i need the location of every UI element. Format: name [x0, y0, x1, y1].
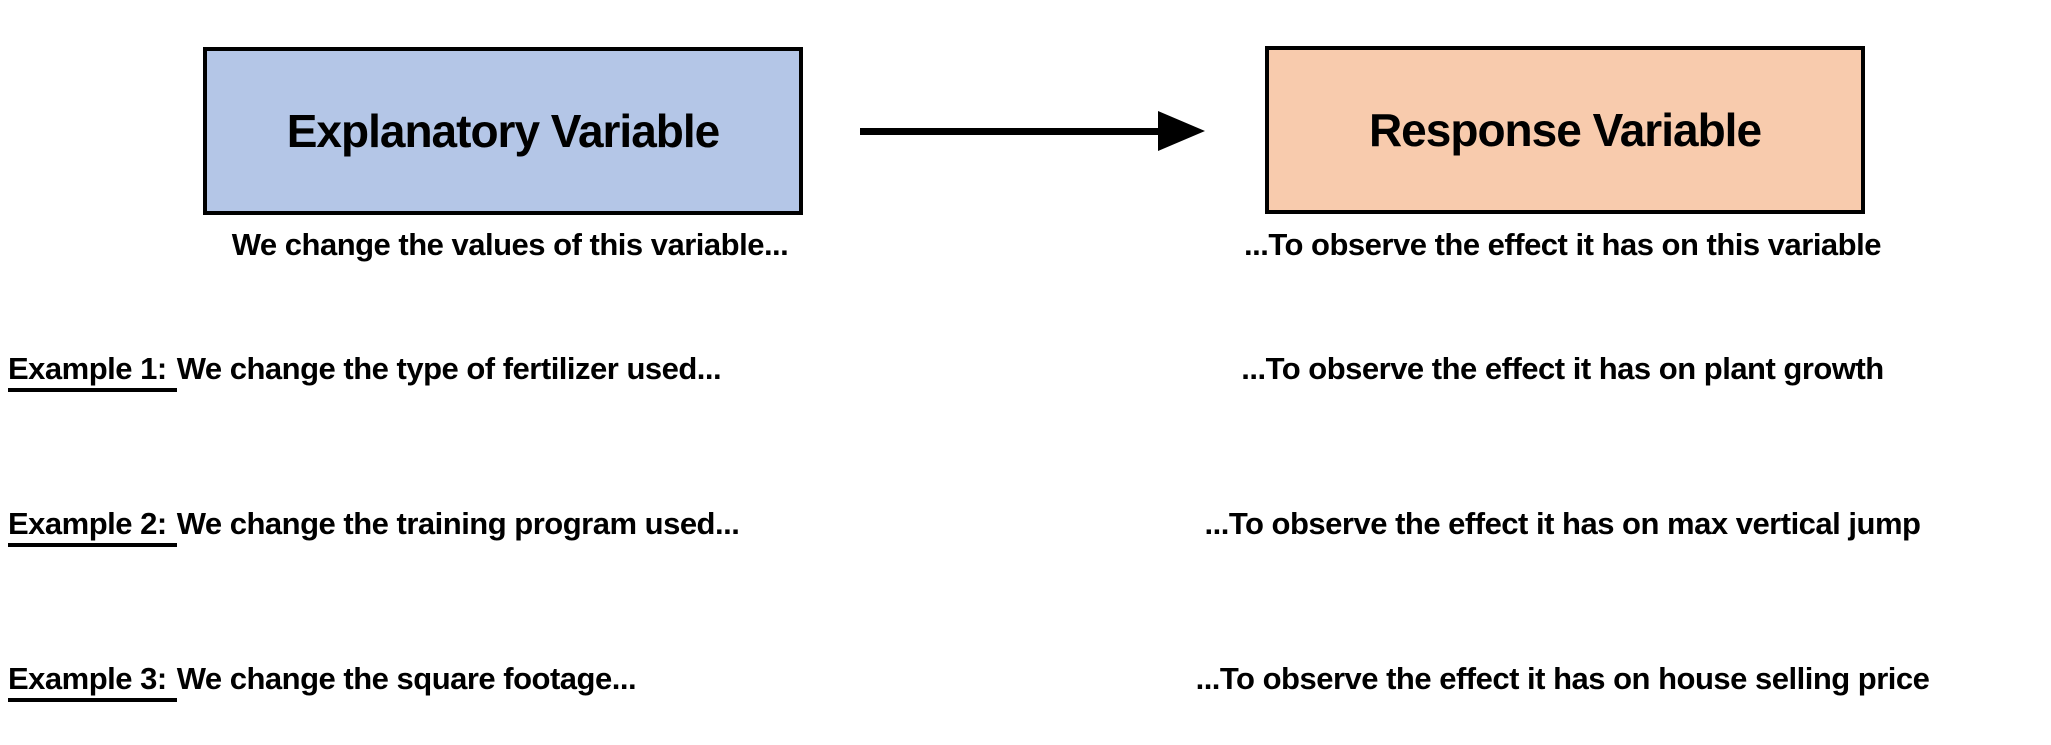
response-variable-box: Response Variable [1265, 46, 1865, 214]
example-2-left-text: Example 2:We change the training program… [8, 505, 740, 547]
example-1-left-description: We change the type of fertilizer used... [176, 351, 722, 386]
example-1-label: Example 1: [8, 351, 177, 392]
example-2-right-text: ...To observe the effect it has on max v… [1204, 506, 1921, 541]
example-3-right-text: ...To observe the effect it has on house… [1195, 661, 1930, 696]
arrow-line [860, 128, 1165, 135]
explanatory-caption: We change the values of this variable... [231, 227, 789, 262]
example-3-left-text: Example 3:We change the square footage..… [8, 660, 637, 702]
example-2-label: Example 2: [8, 506, 177, 547]
example-3-left-description: We change the square footage... [176, 661, 637, 696]
explanatory-variable-box: Explanatory Variable [203, 47, 803, 215]
response-caption: ...To observe the effect it has on this … [1244, 227, 1881, 262]
response-variable-label: Response Variable [1368, 104, 1762, 156]
example-2-left-description: We change the training program used... [176, 506, 740, 541]
example-1-left-text: Example 1:We change the type of fertiliz… [8, 350, 722, 392]
example-1-right-text: ...To observe the effect it has on plant… [1241, 351, 1884, 386]
explanatory-variable-label: Explanatory Variable [286, 105, 721, 157]
arrow-head-icon [1158, 111, 1205, 151]
example-3-label: Example 3: [8, 661, 177, 702]
